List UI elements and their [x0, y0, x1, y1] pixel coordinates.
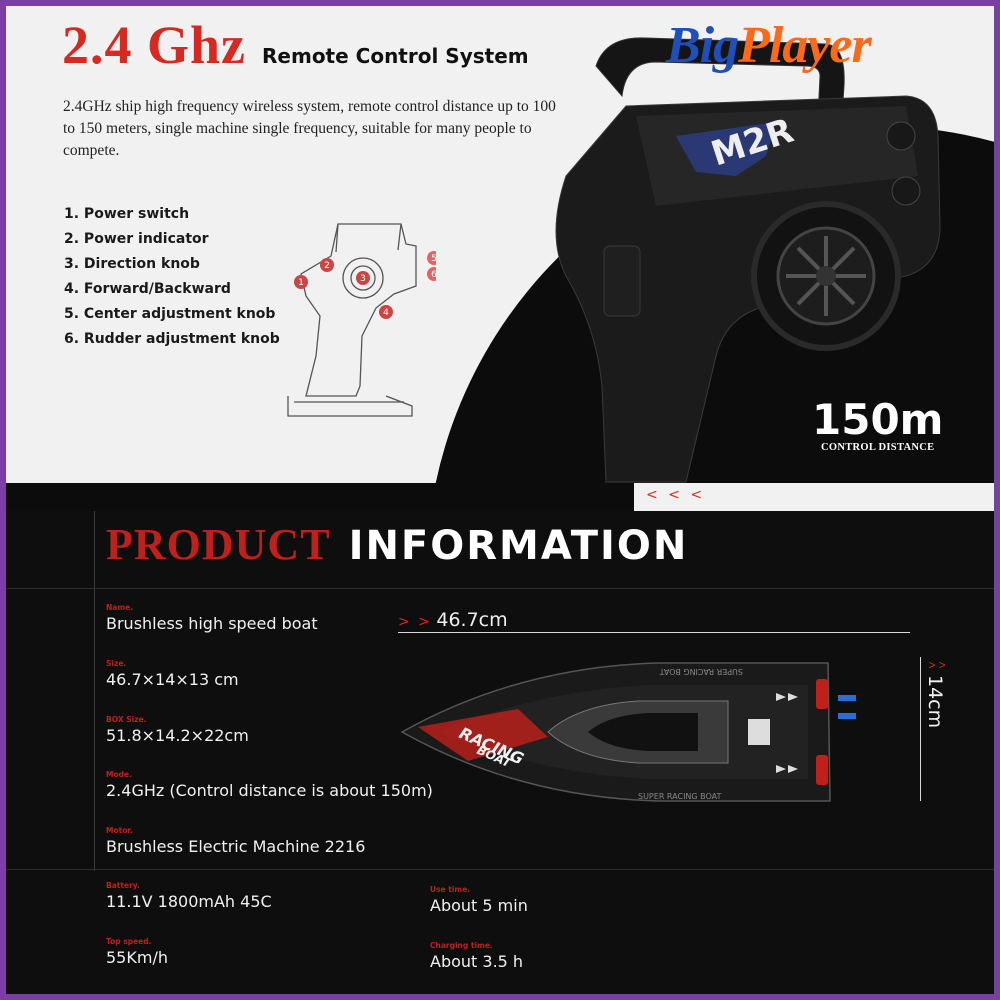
- callout-marker: [356, 271, 370, 285]
- length-arrows: > >: [398, 614, 432, 630]
- divider-arrows: < < <: [646, 487, 706, 503]
- spec-top-speed: Top speed. 55Km/h: [106, 937, 168, 967]
- product-info-title: PRODUCT INFORMATION: [106, 519, 688, 570]
- brand-logo-player: Player: [738, 17, 872, 74]
- callout-marker: [427, 251, 436, 265]
- boat-side-text-top: SUPER RACING BOAT: [659, 667, 743, 676]
- spec-charging-time: Charging time. About 3.5 h: [430, 941, 523, 971]
- frequency-heading: 2.4 Ghz: [62, 15, 247, 75]
- feature-item: 6. Rudder adjustment knob: [64, 331, 280, 347]
- spec-mode: Mode. 2.4GHz (Control distance is about …: [106, 770, 433, 800]
- remote-control-section: 2.4 Ghz Remote Control System 2.4GHz shi…: [6, 6, 994, 483]
- spec-value: 46.7×14×13 cm: [106, 670, 239, 689]
- spec-label: Battery.: [106, 881, 140, 890]
- title-information: INFORMATION: [348, 523, 689, 569]
- feature-list: 1. Power switch 2. Power indicator 3. Di…: [64, 206, 280, 356]
- boat-height-dimension: > > 14cm: [922, 659, 952, 728]
- callout-number: 2: [324, 261, 330, 271]
- feature-item: 3. Direction knob: [64, 256, 200, 272]
- product-information-section: PRODUCT INFORMATION Name. Brushless high…: [6, 511, 994, 994]
- callout-marker: [379, 305, 393, 319]
- horizontal-rule: [6, 588, 994, 589]
- spec-value: 51.8×14.2×22cm: [106, 726, 249, 745]
- boat-length-dimension: > > 46.7cm: [398, 609, 910, 633]
- spec-label: Use time.: [430, 885, 471, 894]
- boat-image: RACING BOAT SUPER RACING BOAT SUPER RACI…: [400, 662, 856, 802]
- boat-height-value: 14cm: [924, 675, 946, 729]
- remote-subtitle: Remote Control System: [262, 44, 529, 68]
- vertical-rule: [94, 511, 95, 871]
- height-arrows: > >: [928, 658, 946, 672]
- spec-name: Name. Brushless high speed boat: [106, 603, 318, 633]
- spec-label: Top speed.: [106, 937, 152, 946]
- remote-headline: 2.4 Ghz Remote Control System: [62, 14, 529, 76]
- callout-number: 1: [298, 278, 304, 288]
- spec-value: 55Km/h: [106, 948, 168, 967]
- brand-logo: BigPlayer: [666, 16, 872, 75]
- spec-value: 2.4GHz (Control distance is about 150m): [106, 781, 433, 800]
- feature-item: 2. Power indicator: [64, 231, 209, 247]
- brand-logo-big: Big: [666, 17, 739, 74]
- title-product: PRODUCT: [106, 520, 331, 569]
- spec-label: Size.: [106, 659, 127, 668]
- spec-box-size: BOX Size. 51.8×14.2×22cm: [106, 715, 249, 745]
- spec-battery: Battery. 11.1V 1800mAh 45C: [106, 881, 272, 911]
- boat-length-value: 46.7cm: [436, 609, 508, 631]
- spec-value: Brushless high speed boat: [106, 614, 318, 633]
- horizontal-rule: [6, 869, 994, 870]
- callout-number: 6: [431, 270, 436, 280]
- spec-label: BOX Size.: [106, 715, 147, 724]
- spec-label: Charging time.: [430, 941, 493, 950]
- remote-description: 2.4GHz ship high frequency wireless syst…: [63, 98, 556, 159]
- spec-motor: Motor. Brushless Electric Machine 2216: [106, 826, 365, 856]
- section-divider: < < <: [6, 483, 994, 511]
- feature-item: 5. Center adjustment knob: [64, 306, 276, 322]
- callout-marker: [427, 267, 436, 281]
- boat-side-text-bottom: SUPER RACING BOAT: [638, 792, 722, 801]
- spec-value: Brushless Electric Machine 2216: [106, 837, 366, 856]
- spec-value: About 3.5 h: [430, 952, 524, 971]
- spec-value: About 5 min: [430, 896, 528, 915]
- control-distance-badge: 150m CONTROL DISTANCE: [812, 395, 944, 454]
- callout-number: 4: [383, 308, 389, 318]
- remote-diagram: 1 2 3 4 5 6: [287, 223, 436, 417]
- remote-control-image: M2R: [555, 37, 941, 483]
- callout-number: 3: [360, 274, 366, 284]
- control-distance-value: 150m: [812, 395, 944, 444]
- spec-label: Motor.: [106, 826, 133, 835]
- callout-marker: [320, 258, 334, 272]
- spec-use-time: Use time. About 5 min: [430, 885, 528, 915]
- spec-label: Mode.: [106, 770, 132, 779]
- feature-item: 1. Power switch: [64, 206, 190, 222]
- control-distance-label: CONTROL DISTANCE: [821, 442, 935, 453]
- feature-item: 4. Forward/Backward: [64, 281, 231, 297]
- boat-height-line: [920, 657, 921, 801]
- spec-size: Size. 46.7×14×13 cm: [106, 659, 239, 689]
- callout-number: 5: [431, 254, 436, 264]
- divider-tab: [634, 483, 994, 511]
- callout-marker: [294, 275, 308, 289]
- spec-label: Name.: [106, 603, 134, 612]
- spec-value: 11.1V 1800mAh 45C: [106, 892, 272, 911]
